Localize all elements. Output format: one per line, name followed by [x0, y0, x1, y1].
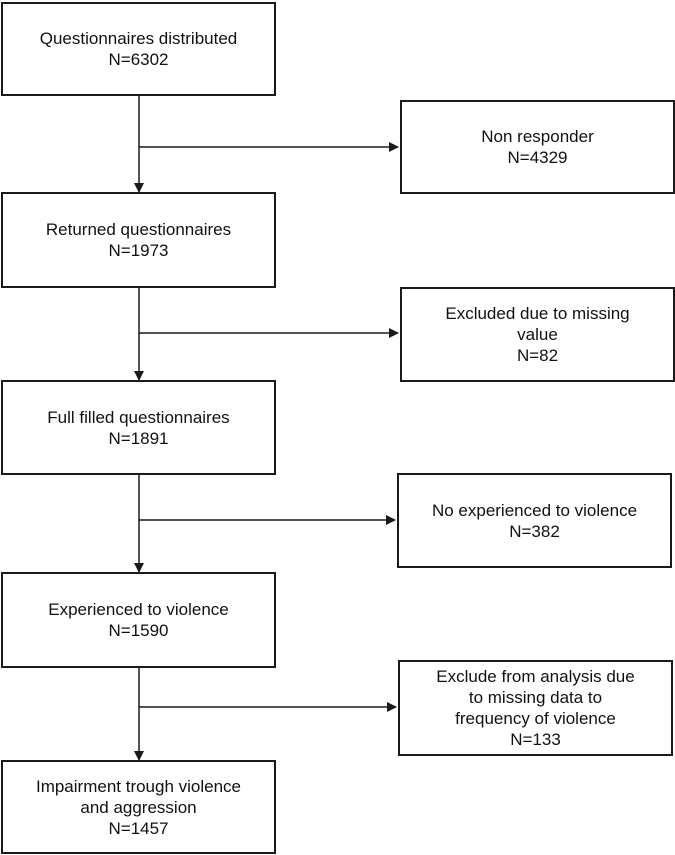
box-count: N=133	[510, 730, 561, 749]
box-count: N=6302	[108, 50, 169, 69]
box-count: N=4329	[507, 148, 568, 167]
box-count: N=382	[509, 521, 560, 541]
box-count: N=1973	[108, 241, 169, 260]
box-questionnaires-distributed: Questionnaires distributed N=6302	[1, 2, 276, 96]
box-text-line: Full filled questionnaires	[47, 407, 230, 427]
box-count: N=1457	[108, 818, 169, 838]
box-non-responder: Non responder N=4329	[400, 100, 675, 194]
box-text-line: Exclude from analysis due	[436, 667, 635, 686]
box-text-line: Excluded due to missing	[445, 304, 630, 323]
box-text-line: Returned questionnaires	[45, 220, 232, 239]
box-impairment-violence-aggression: Impairment trough violence and aggressio…	[1, 760, 276, 854]
box-excluded-missing-frequency: Exclude from analysis due to missing dat…	[398, 660, 673, 756]
box-excluded-missing-value: Excluded due to missing value N=82	[400, 287, 675, 382]
box-count: N=1590	[108, 621, 169, 640]
box-text-line: frequency of violence	[455, 709, 616, 728]
box-text-line: value	[517, 325, 558, 344]
box-text-line: No experienced to violence	[431, 500, 638, 520]
box-text-line: Questionnaires distributed	[39, 29, 238, 48]
box-text-line: Non responder	[481, 127, 594, 146]
box-text-line: Impairment trough violence	[35, 776, 242, 796]
box-text-line: and aggression	[80, 797, 197, 817]
box-returned-questionnaires: Returned questionnaires N=1973	[1, 192, 276, 288]
box-no-experienced-violence: No experienced to violence N=382	[397, 473, 672, 568]
box-experienced-to-violence: Experienced to violence N=1590	[1, 572, 276, 668]
box-full-filled-questionnaires: Full filled questionnaires N=1891	[1, 380, 276, 475]
box-text-line: Experienced to violence	[48, 600, 229, 619]
box-text-line: to missing data to	[468, 688, 603, 707]
box-count: N=1891	[108, 428, 169, 448]
box-count: N=82	[516, 346, 559, 365]
